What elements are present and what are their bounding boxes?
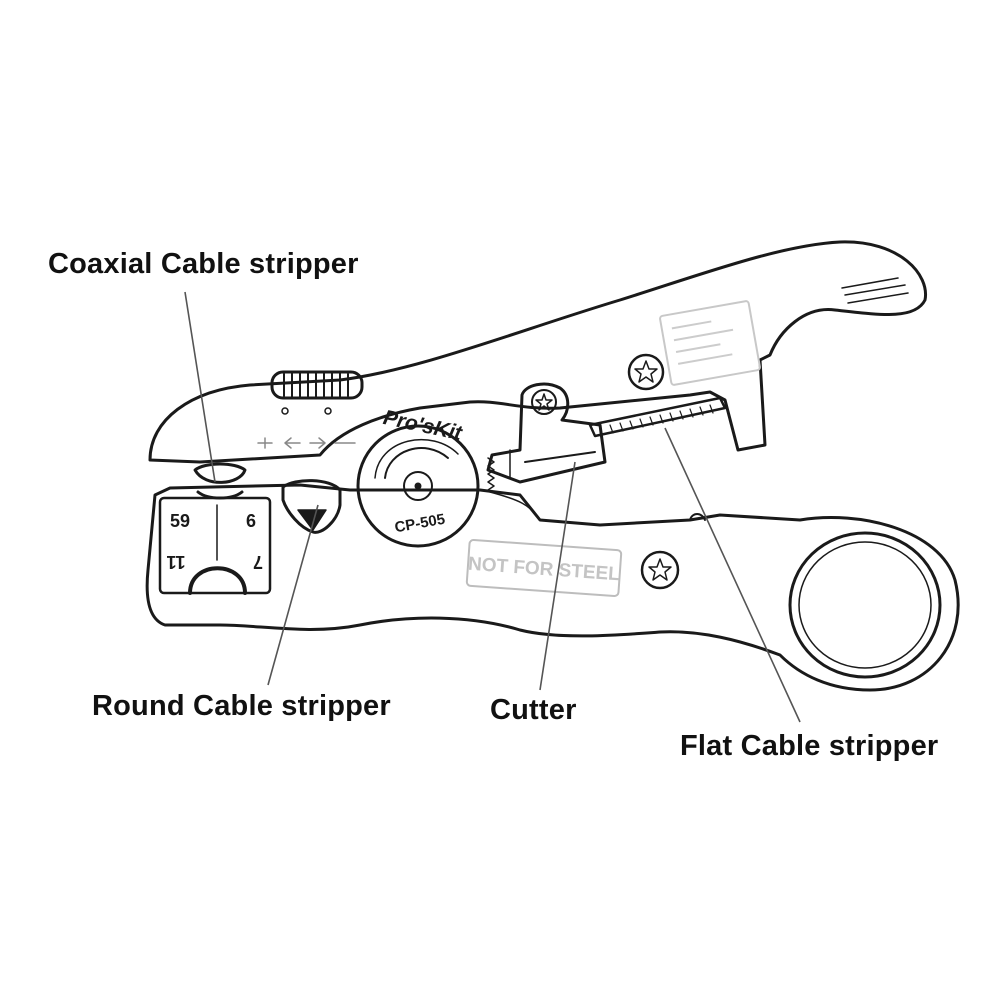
lower-body-outline (145, 483, 960, 692)
cutter-housing (486, 382, 607, 484)
label-cutter: Cutter (490, 694, 577, 726)
leader-line-coaxial (184, 291, 216, 483)
ring-hole-inner (798, 541, 932, 669)
patent-stamp (659, 300, 761, 386)
lower-screw (640, 550, 680, 590)
cutter-screw (531, 389, 557, 415)
upper-screw (627, 353, 665, 391)
gauge-number-bottom-left: 11 (166, 552, 185, 572)
label-flat-cable-stripper: Flat Cable stripper (680, 730, 939, 762)
lower-spring-nub (689, 513, 706, 521)
dial-pin (414, 482, 422, 490)
warning-text: NOT FOR STEEL (467, 554, 620, 586)
cutter-screw-star (535, 393, 553, 411)
thumb-wheel-ridges (283, 372, 349, 398)
cutter-teeth (487, 449, 511, 491)
label-coaxial-cable-stripper: Coaxial Cable stripper (48, 248, 359, 280)
leader-line-flat (664, 427, 801, 723)
gauge-number-top-right: 6 (246, 511, 256, 531)
not-for-steel-stamp: NOT FOR STEEL (465, 539, 623, 597)
dial-arc (384, 447, 449, 479)
label-round-cable-stripper: Round Cable stripper (92, 690, 391, 722)
dial-arc-outer (374, 439, 459, 479)
lower-edge-detail (489, 491, 541, 521)
cutter-slot (524, 451, 596, 463)
leader-line-round (267, 504, 319, 686)
indicator-dot-right (324, 407, 332, 415)
model-text: CP-505 (393, 511, 446, 537)
upper-body-outline (148, 240, 928, 464)
thumb-wheel (270, 370, 364, 400)
round-stripper-blade (297, 509, 327, 531)
adjustment-dial (356, 424, 480, 548)
gauge-arc (188, 566, 247, 595)
gauge-number-top-left: 59 (170, 511, 190, 531)
gauge-number-bottom-right: 7 (253, 552, 263, 572)
flat-stripper-hatch (609, 404, 714, 434)
leader-line-cutter (539, 461, 576, 691)
round-stripper (281, 479, 342, 534)
coaxial-jaw (193, 462, 247, 484)
direction-arrows (257, 437, 356, 449)
lower-screw-star (648, 558, 672, 581)
flat-stripper-bar (588, 396, 727, 438)
ring-hole (788, 531, 942, 679)
handle-grip-lines (841, 277, 909, 304)
dial-center (403, 471, 433, 501)
gauge-plate (158, 496, 272, 595)
upper-screw-star (634, 360, 658, 383)
indicator-dot-left (281, 407, 289, 415)
